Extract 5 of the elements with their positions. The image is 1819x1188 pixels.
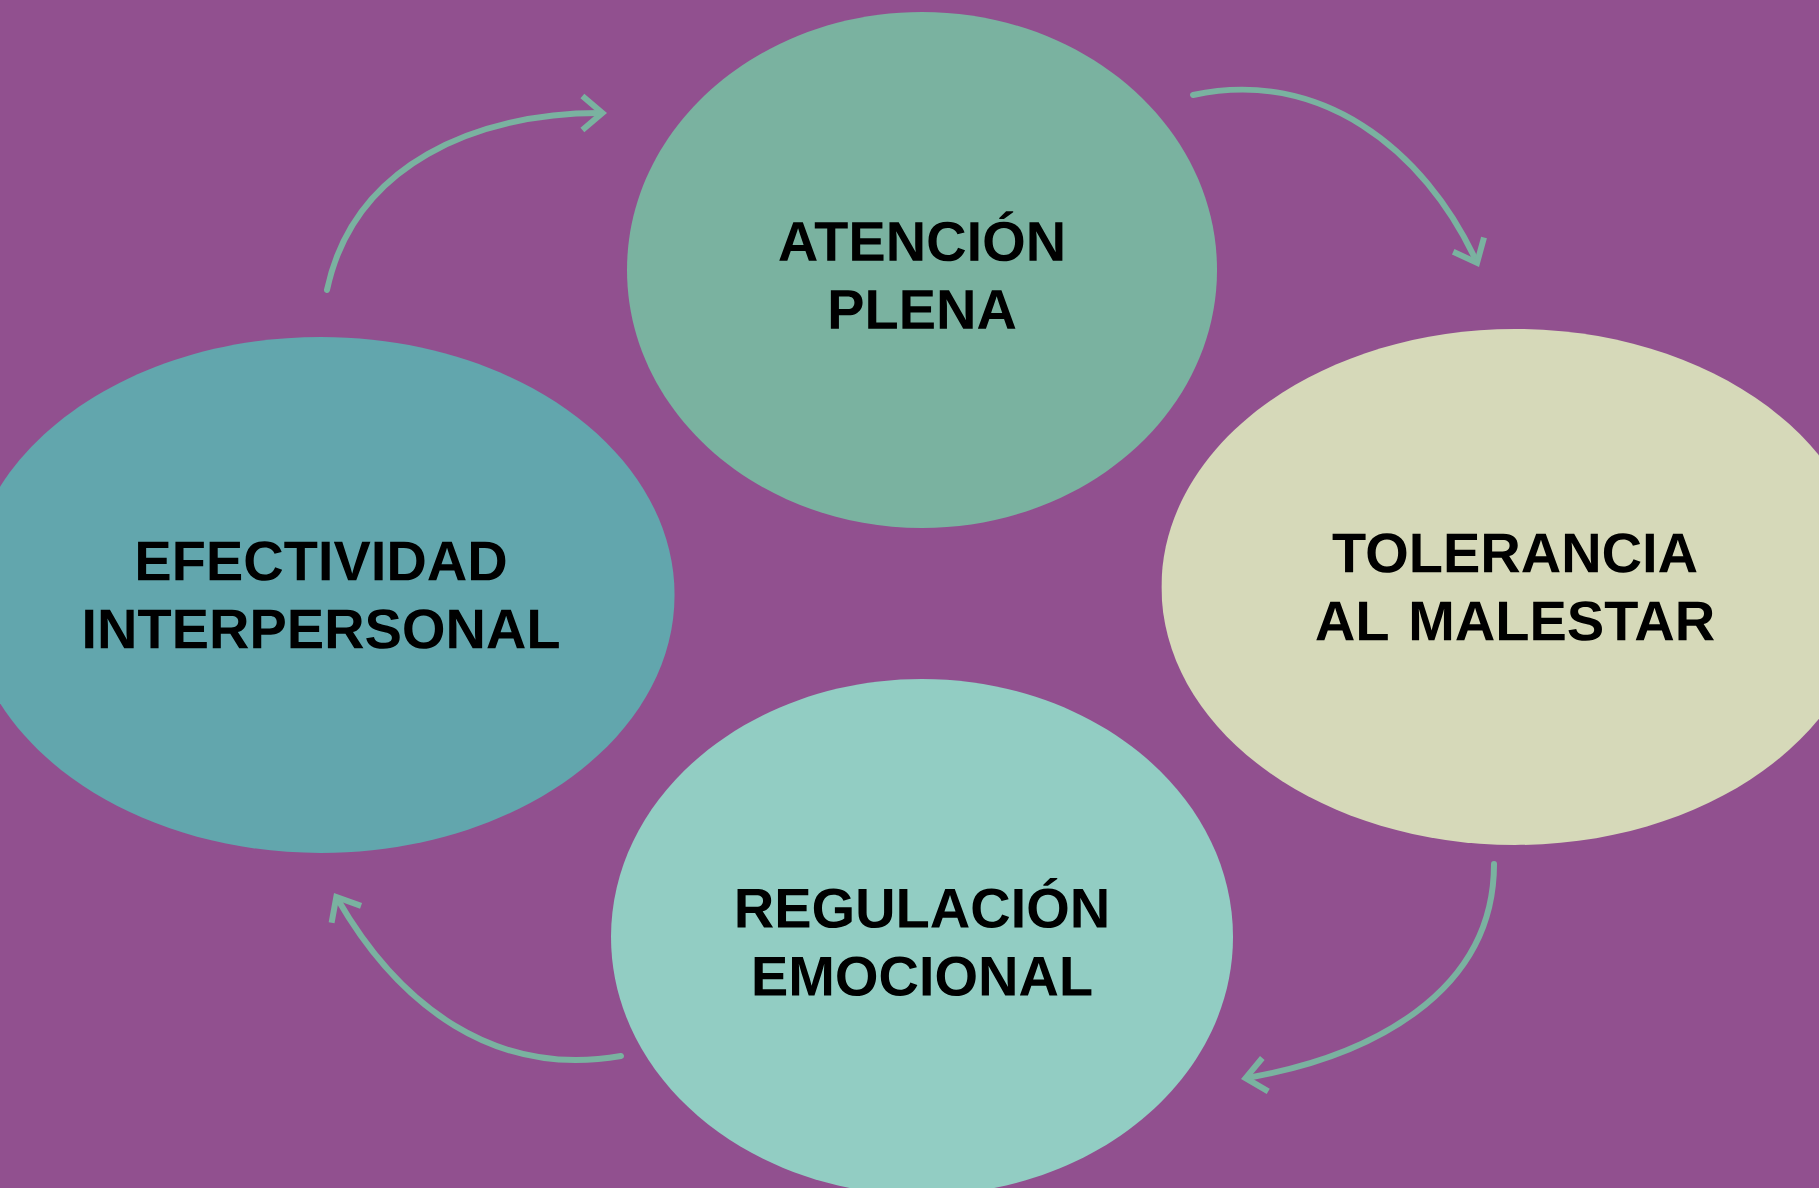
arrow <box>324 93 607 293</box>
arrow <box>1190 87 1487 267</box>
arrow <box>328 893 624 1063</box>
ellipse-node: ATENCIÓN PLENA <box>627 12 1217 528</box>
arrow <box>1241 861 1497 1095</box>
